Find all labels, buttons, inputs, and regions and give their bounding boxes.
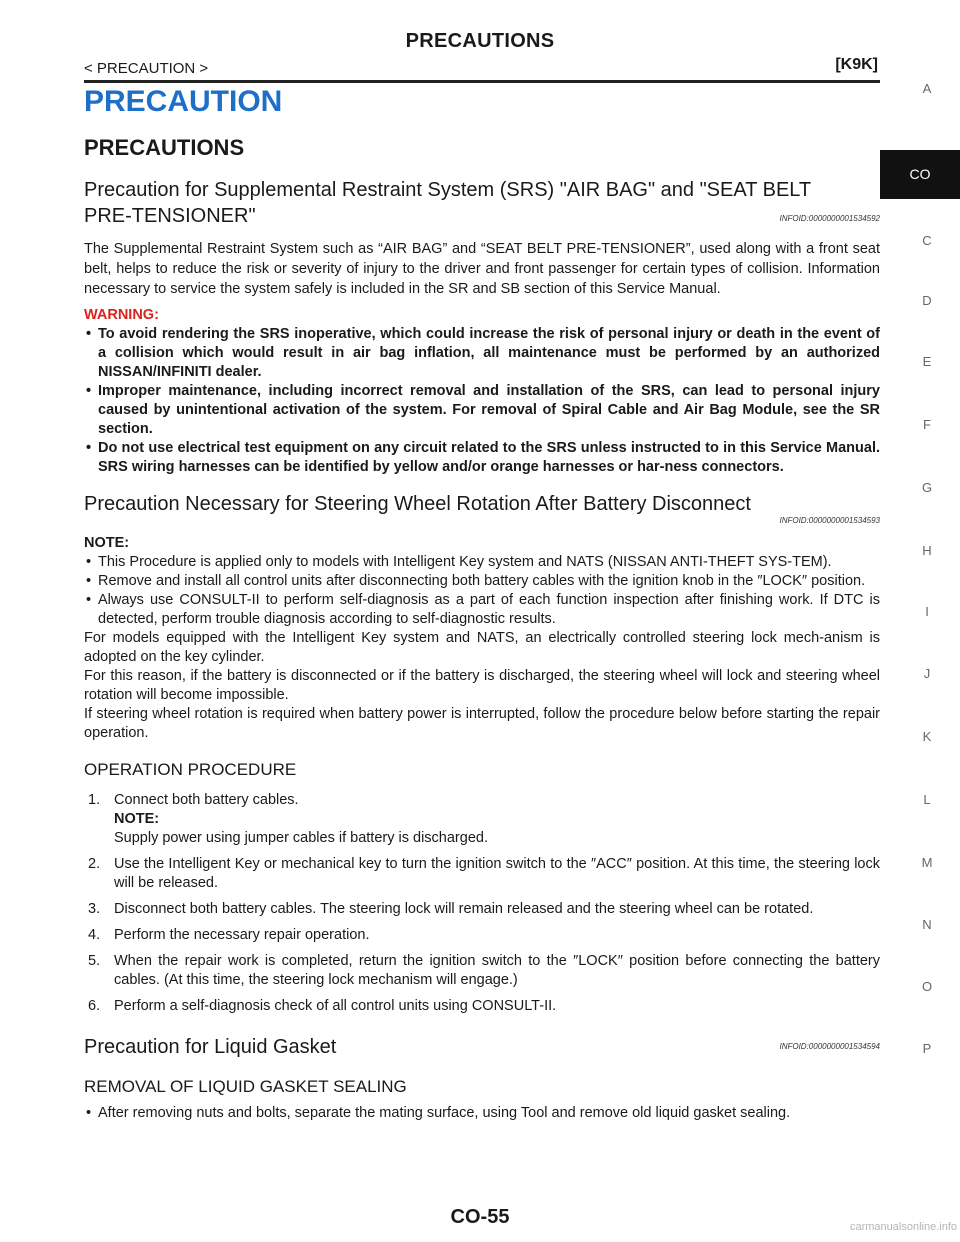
index-tab-h[interactable]: H <box>922 543 932 558</box>
gasket-infoid: INFOID:0000000001534594 <box>779 1042 880 1051</box>
steering-paragraph: If steering wheel rotation is required w… <box>84 706 880 741</box>
index-tab-d[interactable]: D <box>922 293 932 308</box>
index-tab-co[interactable]: CO <box>880 150 960 199</box>
index-tab-k[interactable]: K <box>922 729 932 744</box>
steering-section: Precaution Necessary for Steering Wheel … <box>84 491 880 1016</box>
index-tab-j[interactable]: J <box>923 666 931 681</box>
header-rule <box>84 80 880 83</box>
srs-infoid: INFOID:0000000001534592 <box>779 214 880 223</box>
watermark: carmanualsonline.info <box>849 1221 957 1233</box>
step-text: Use the Intelligent Key or mechanical ke… <box>114 856 880 891</box>
note-item: This Procedure is applied only to models… <box>84 553 880 572</box>
srs-body: The Supplemental Restraint System such a… <box>84 241 880 297</box>
index-tab-o[interactable]: O <box>921 979 933 994</box>
step-number: 6. <box>88 998 101 1014</box>
note-item: Remove and install all control units aft… <box>84 572 880 591</box>
procedure-step: 3. Disconnect both battery cables. The s… <box>84 900 880 919</box>
step-text: When the repair work is completed, retur… <box>114 953 880 988</box>
procedure-step: 2. Use the Intelligent Key or mechanical… <box>84 855 880 893</box>
index-tab-m[interactable]: M <box>921 855 933 870</box>
step-text: Perform a self-diagnosis check of all co… <box>114 998 557 1014</box>
procedure-step: 4. Perform the necessary repair operatio… <box>84 926 880 945</box>
step-text: Disconnect both battery cables. The stee… <box>114 901 814 917</box>
breadcrumb: < PRECAUTION > <box>84 60 209 77</box>
step-number: 3. <box>88 901 101 917</box>
warning-item: To avoid rendering the SRS inoperative, … <box>84 325 880 382</box>
procedure-title: OPERATION PROCEDURE <box>84 760 297 779</box>
index-tab-g[interactable]: G <box>921 480 933 495</box>
gasket-subtitle: REMOVAL OF LIQUID GASKET SEALING <box>84 1077 407 1096</box>
page-number: CO-55 <box>450 1206 510 1228</box>
step-number: 1. <box>88 792 101 808</box>
procedure-step: 5. When the repair work is completed, re… <box>84 952 880 990</box>
note-item: Always use CONSULT-II to perform self-di… <box>84 591 880 629</box>
note-label: NOTE: <box>84 535 130 551</box>
warning-item: Improper maintenance, including incorrec… <box>84 382 880 439</box>
steering-heading: Precaution Necessary for Steering Wheel … <box>84 493 751 515</box>
procedure-step: 1. Connect both battery cables. NOTE: Su… <box>84 791 880 848</box>
srs-heading: Precaution for Supplemental Restraint Sy… <box>84 179 811 227</box>
gasket-list: After removing nuts and bolts, separate … <box>84 1104 880 1123</box>
index-tab-n[interactable]: N <box>922 917 932 932</box>
step-number: 5. <box>88 953 101 969</box>
gasket-item: After removing nuts and bolts, separate … <box>84 1104 880 1123</box>
step-text: Connect both battery cables. <box>114 792 299 808</box>
procedure-step: 6. Perform a self-diagnosis check of all… <box>84 997 880 1016</box>
index-tab-a[interactable]: A <box>922 81 932 96</box>
index-tab-c[interactable]: C <box>922 233 932 248</box>
gasket-section: Precaution for Liquid Gasket INFOID:0000… <box>84 1034 880 1123</box>
index-tab-l[interactable]: L <box>923 792 931 807</box>
srs-section: Precaution for Supplemental Restraint Sy… <box>84 177 880 477</box>
index-tab-i[interactable]: I <box>925 604 929 619</box>
index-tab-e[interactable]: E <box>922 354 932 369</box>
gasket-heading: Precaution for Liquid Gasket <box>84 1036 337 1058</box>
steering-paragraph: For models equipped with the Intelligent… <box>84 630 880 665</box>
note-list: This Procedure is applied only to models… <box>84 553 880 629</box>
step-text: Perform the necessary repair operation. <box>114 927 370 943</box>
step-number: 2. <box>88 856 101 872</box>
warning-list: To avoid rendering the SRS inoperative, … <box>84 325 880 477</box>
warning-label: WARNING: <box>84 307 159 323</box>
page-content: PRECAUTION PRECAUTIONS Precaution for Su… <box>84 84 880 1123</box>
engine-code: [K9K] <box>835 56 878 73</box>
section-index: A CO C D E F G H I J K L M N O P <box>880 0 960 1242</box>
index-tab-f[interactable]: F <box>923 417 931 432</box>
step-note-label: NOTE: <box>114 811 160 827</box>
steering-infoid: INFOID:0000000001534593 <box>779 516 880 525</box>
step-number: 4. <box>88 927 101 943</box>
chapter-title: PRECAUTION <box>84 85 283 118</box>
procedure-steps: 1. Connect both battery cables. NOTE: Su… <box>84 791 880 1016</box>
running-title: PRECAUTIONS <box>405 30 555 52</box>
step-note: Supply power using jumper cables if batt… <box>114 830 488 846</box>
steering-paragraph: For this reason, if the battery is disco… <box>84 668 880 703</box>
index-tab-p[interactable]: P <box>922 1041 932 1056</box>
section-title: PRECAUTIONS <box>84 135 245 160</box>
warning-item: Do not use electrical test equipment on … <box>84 439 880 477</box>
